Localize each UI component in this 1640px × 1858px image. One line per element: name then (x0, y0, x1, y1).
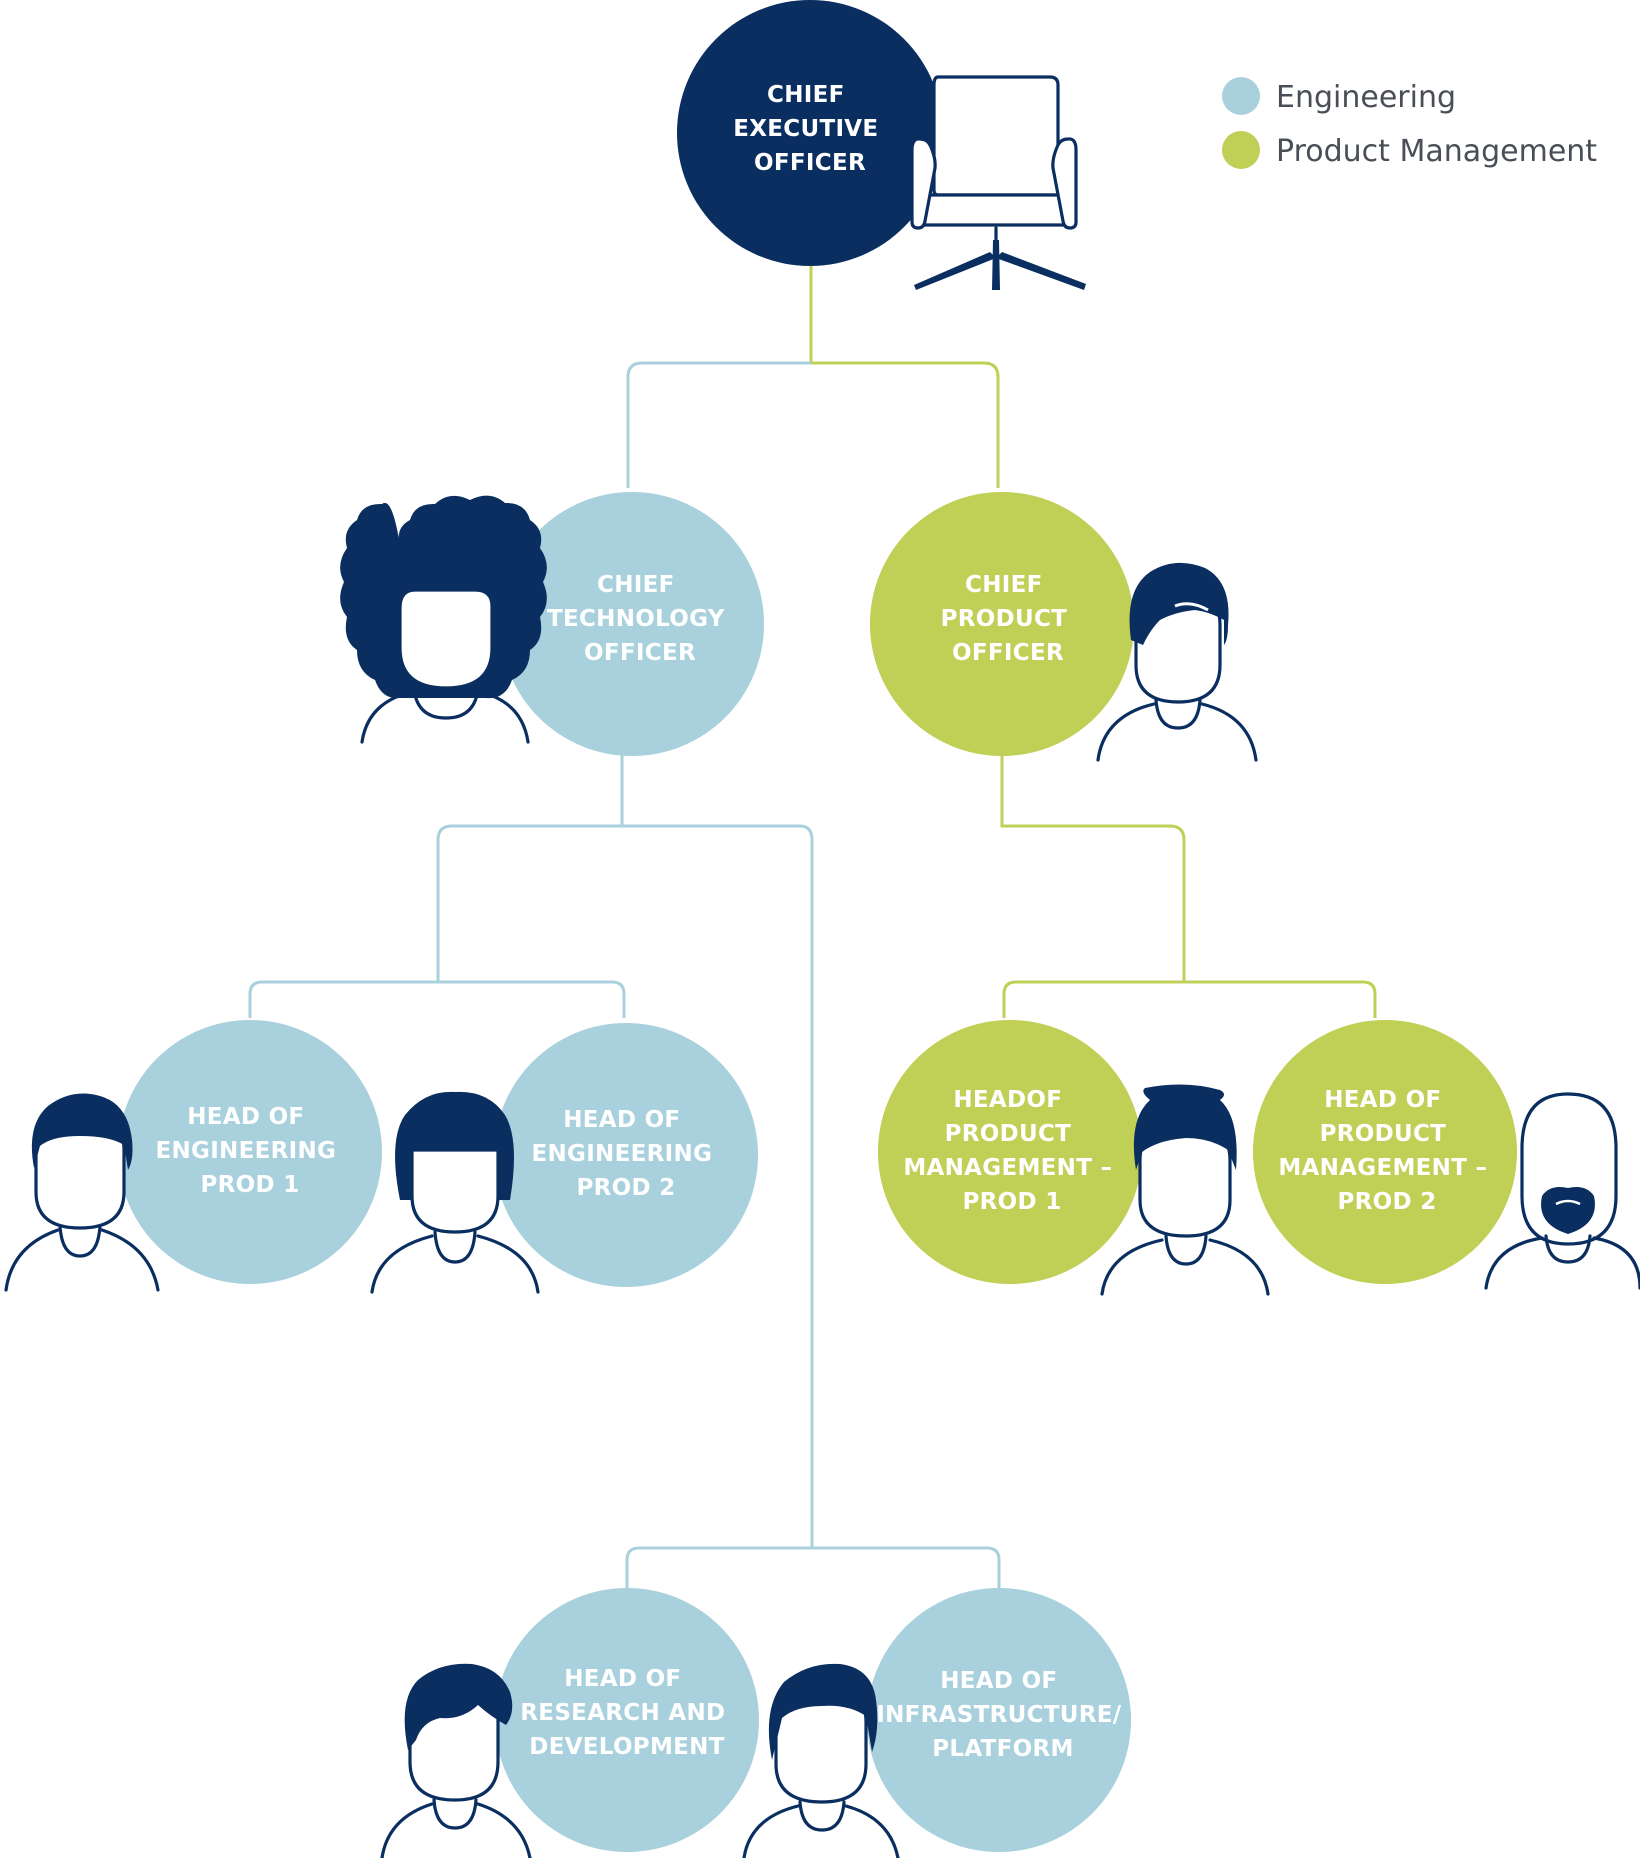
node-head-of-engineering-prod2: HEAD OF ENGINEERING PROD 2 (370, 1023, 758, 1294)
hoe2-circle (494, 1023, 758, 1287)
cto-label: CHIEF TECHNOLOGY OFFICER (547, 572, 733, 666)
hpm1-circle (878, 1020, 1142, 1284)
person-curly-hair-icon (340, 495, 547, 744)
hpm2-circle (1253, 1020, 1517, 1284)
hrd-circle (495, 1588, 759, 1852)
legend-swatch-engineering (1222, 77, 1260, 115)
connector-cto-lower (622, 824, 814, 1548)
person-quiff-hair-icon (1100, 1084, 1270, 1296)
node-head-of-product-management-prod2: HEAD OF PRODUCT MANAGEMENT – PROD 2 (1253, 1020, 1640, 1290)
cpo-circle (870, 492, 1134, 756)
hpm1-label: HEADOF PRODUCT MANAGEMENT – PROD 1 (903, 1087, 1120, 1215)
legend-item-engineering: Engineering (1222, 77, 1456, 115)
hoe2-label: HEAD OF ENGINEERING PROD 2 (531, 1107, 720, 1201)
node-ceo: CHIEF EXECUTIVE OFFICER (677, 0, 1086, 290)
legend-label-engineering: Engineering (1276, 80, 1456, 115)
connector-cto-branch (436, 824, 622, 982)
connector-lower-split (625, 1546, 1001, 1588)
person-short-hair-icon (4, 1093, 160, 1292)
ceo-label: CHIEF EXECUTIVE OFFICER (733, 82, 886, 176)
legend-label-product-management: Product Management (1276, 134, 1597, 169)
cpo-label: CHIEF PRODUCT OFFICER (941, 572, 1076, 666)
connector-hpm-split (1002, 980, 1377, 1018)
ceo-circle (677, 0, 943, 266)
connector-ceo-cto (626, 361, 811, 488)
connectors (248, 265, 1377, 1588)
legend-swatch-product-management (1222, 131, 1260, 169)
hinfra-label: HEAD OF INFRASTRUCTURE/ PLATFORM (876, 1668, 1130, 1762)
node-head-of-research-and-development: HEAD OF RESEARCH AND DEVELOPMENT (380, 1588, 759, 1858)
hrd-label: HEAD OF RESEARCH AND DEVELOPMENT (520, 1666, 733, 1760)
person-bald-beard-icon (1484, 1092, 1640, 1290)
connector-ceo-cpo (811, 361, 1000, 488)
hpm2-label: HEAD OF PRODUCT MANAGEMENT – PROD 2 (1278, 1087, 1495, 1215)
cto-circle (500, 492, 764, 756)
person-swept-hair-icon (742, 1663, 900, 1858)
connector-cpo-stem (1000, 755, 1186, 982)
connector-hoe-split (248, 980, 626, 1018)
person-wavy-hair-icon (380, 1663, 532, 1858)
legend-item-product-management: Product Management (1222, 131, 1597, 169)
hoe1-label: HEAD OF ENGINEERING PROD 1 (155, 1104, 344, 1198)
person-bob-hair-icon (370, 1091, 540, 1294)
legend: Engineering Product Management (1222, 77, 1597, 169)
hinfra-circle (867, 1588, 1131, 1852)
node-head-of-infrastructure-platform: HEAD OF INFRASTRUCTURE/ PLATFORM (742, 1588, 1131, 1858)
node-cpo: CHIEF PRODUCT OFFICER (870, 492, 1258, 762)
node-head-of-product-management-prod1: HEADOF PRODUCT MANAGEMENT – PROD 1 (878, 1020, 1270, 1296)
hoe1-circle (118, 1020, 382, 1284)
node-head-of-engineering-prod1: HEAD OF ENGINEERING PROD 1 (4, 1020, 382, 1292)
armchair-icon (910, 75, 1086, 290)
person-side-part-icon (1096, 562, 1258, 762)
node-cto: CHIEF TECHNOLOGY OFFICER (340, 492, 764, 756)
